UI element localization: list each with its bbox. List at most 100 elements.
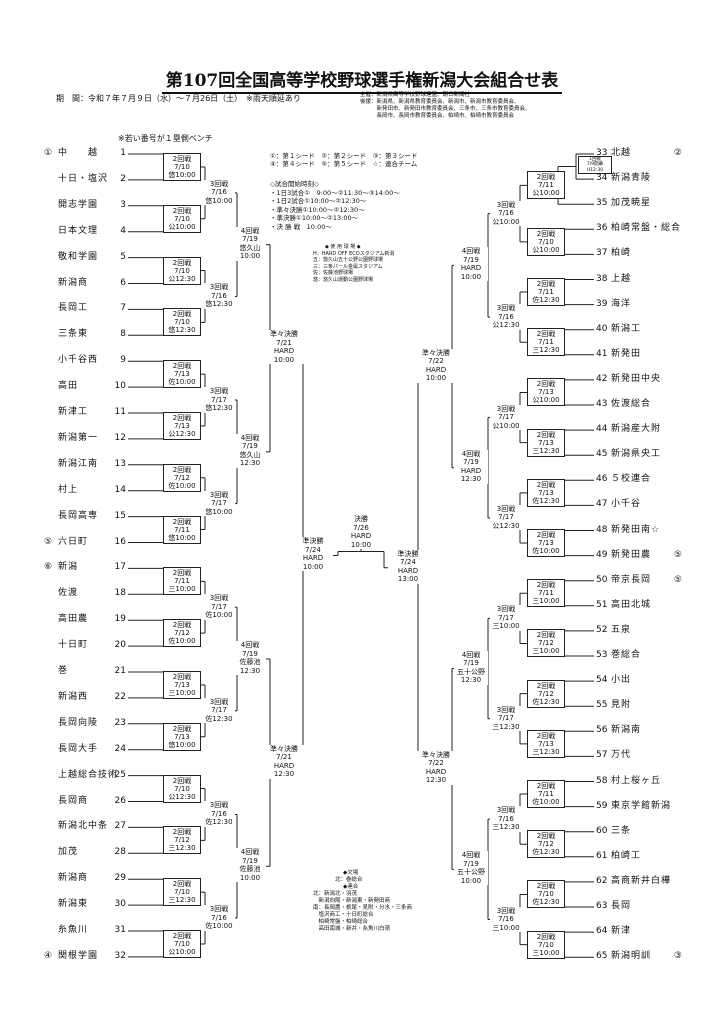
right-r4-label-line: 10:00 — [460, 876, 482, 885]
left-r3-label-line: 7/16 — [211, 188, 227, 197]
right-r2-box-line: 7/11 — [538, 288, 554, 297]
left-r2-box-line: 7/12 — [174, 473, 190, 482]
team-name: 加茂暁星 — [611, 198, 652, 209]
right-r2-box-line: 2回戦 — [536, 531, 556, 540]
right-r4-label-line: HARD — [460, 466, 482, 475]
team-name: 帝京長岡 — [611, 574, 652, 585]
right-r3-label-line: 公10:00 — [492, 217, 520, 226]
right-r2-box-line: 7/10 — [538, 237, 554, 246]
team-number: 12 — [114, 432, 126, 443]
team-number: 65 — [596, 951, 608, 962]
left-r2-box-line: 悠10:00 — [168, 740, 196, 749]
team-number: 39 — [596, 298, 608, 309]
left-r4-label-line: 4回戦 — [240, 848, 260, 857]
team-number: 29 — [114, 873, 126, 884]
team-number: 43 — [596, 399, 608, 409]
left-r3-label-line: 佐10:00 — [205, 611, 233, 620]
left-qf-label-line: 12:30 — [273, 770, 295, 779]
team-name: 十日町 — [58, 640, 89, 651]
left-r2-box-line: 7/12 — [174, 629, 190, 638]
left-r4-label-line: 4回戦 — [240, 226, 260, 235]
left-r3-label-line: 3回戦 — [209, 490, 229, 499]
left-r2-box-line: 三10:00 — [168, 585, 196, 594]
team-name: 新潟県央工 — [611, 449, 662, 460]
right-r3-label-line: 7/17 — [498, 714, 514, 723]
venue-legend: ◆ 使 用 球 場 ◆H：HARD OFF ECOスタジアム新潟五：悠久山五十公… — [313, 244, 395, 283]
right-r2-box-line: 2回戦 — [536, 882, 556, 891]
left-r2-box-line: 2回戦 — [172, 621, 192, 630]
team-name: 五泉 — [611, 624, 632, 635]
left-r2-box-line: 2回戦 — [172, 206, 192, 215]
left-r2-box-line: 三12:30 — [168, 844, 196, 853]
team-number: 46 — [596, 474, 608, 485]
seed-mark: ⑤ — [673, 549, 682, 560]
seed-mark: ① — [44, 148, 53, 158]
notes-bottom: ◆欠場北：巻総合 ◆連合北：新潟北・羽茂 新潟向陽・新潟東・新発田商南：長岡農・… — [313, 870, 413, 932]
team-number: 35 — [596, 198, 608, 209]
right-r4-label-line: 7/19 — [463, 458, 479, 467]
bench-note: ※若い番号が１塁側ベンチ — [118, 134, 213, 143]
left-qf-label-line: HARD — [273, 347, 295, 356]
right-r2-box-line: 公10:00 — [532, 245, 560, 254]
left-r3-label-line: 佐12:30 — [205, 714, 233, 723]
right-r3-label-line: 3回戦 — [496, 504, 516, 513]
organizers: 主催：新潟県高等学校野球連盟、朝日新聞社後援：新潟県、新潟県教育委員会、新潟市、… — [360, 92, 531, 119]
left-r2-box-line: 公10:00 — [168, 222, 196, 231]
left-r3-label-line: 3回戦 — [209, 801, 229, 810]
team-name: 柏崎工 — [611, 850, 642, 861]
team-number: 24 — [114, 743, 126, 754]
right-r3-label-line: 公12:30 — [492, 321, 520, 330]
team-name: 巻 — [58, 666, 69, 676]
team-name: 高田北城 — [611, 599, 652, 610]
right-r3-label-line: 3回戦 — [496, 304, 516, 313]
team-name: 新潟商 — [58, 873, 89, 884]
right-r2-box-line: 佐12:30 — [532, 296, 560, 305]
team-name: 新津工 — [58, 407, 89, 417]
left-r3-label-line: 7/17 — [211, 706, 227, 715]
team-name: 小出 — [611, 675, 632, 686]
right-r2-box-line: 2回戦 — [536, 631, 556, 640]
right-r3-label-line: 3回戦 — [496, 605, 516, 614]
team-name: 新潟青陵 — [611, 173, 652, 184]
right-r2-box-line: 2回戦 — [536, 581, 556, 590]
left-r2-box-line: 2回戦 — [172, 672, 192, 681]
left-r3-label-line: 悠12:30 — [205, 404, 233, 413]
team-number: 18 — [114, 588, 126, 599]
team-number: 21 — [114, 666, 126, 676]
right-r3-label-line: 3回戦 — [496, 404, 516, 413]
team-number: 25 — [114, 769, 126, 780]
team-name: 小千谷 — [611, 499, 642, 510]
team-name: 開志学園 — [58, 199, 99, 210]
team-number: 62 — [596, 875, 608, 886]
right-r4-label-line: 4回戦 — [461, 247, 481, 256]
team-number: 16 — [114, 536, 126, 547]
right-r2-box-line: 2回戦 — [536, 932, 556, 941]
left-sf-label-line: HARD — [302, 554, 324, 563]
right-r4-label-line: 7/19 — [463, 859, 479, 868]
right-r2-box-line: 7/11 — [538, 790, 554, 799]
left-qf-label-line: 準々決勝 — [270, 330, 298, 339]
left-r2-box-line: 7/10 — [174, 888, 190, 897]
right-sf-label-line: 13:00 — [397, 575, 419, 584]
left-r2-box-line: 2回戦 — [172, 310, 192, 319]
team-number: 64 — [596, 926, 608, 937]
team-name: 敬和学園 — [58, 251, 99, 262]
team-name: 見附 — [611, 700, 632, 711]
left-r2-box-line: 悠12:30 — [168, 326, 196, 335]
left-r2-box-line: 三10:00 — [168, 688, 196, 697]
